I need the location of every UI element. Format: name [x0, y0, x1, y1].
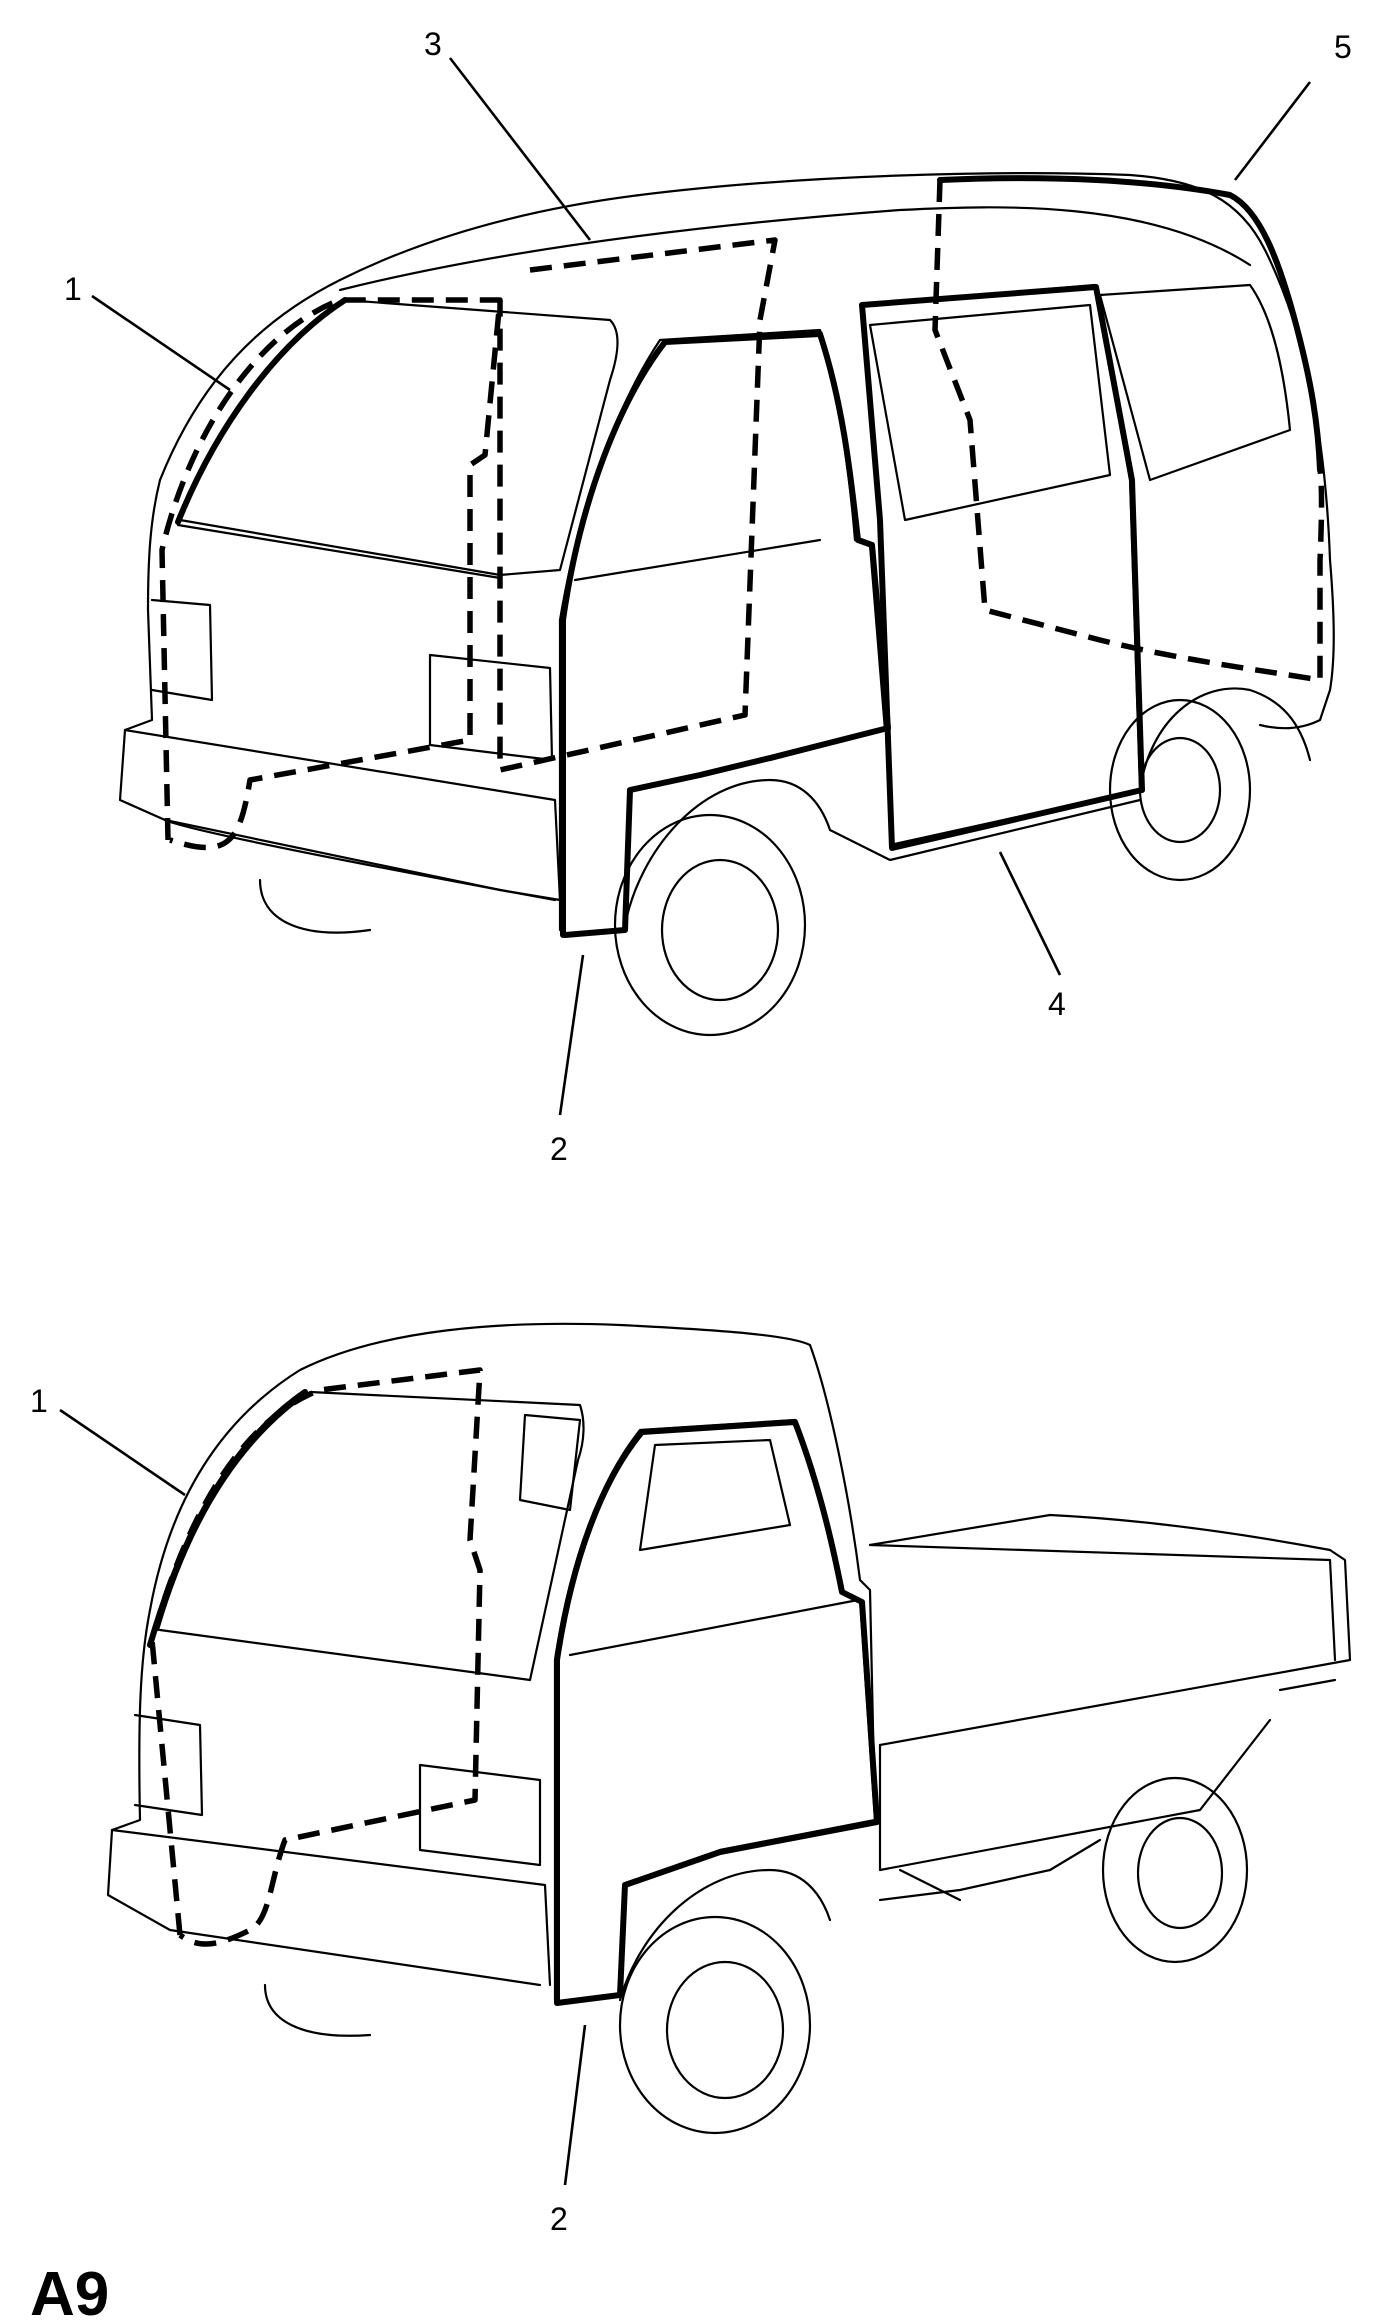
- seal-rear-door: [937, 175, 1323, 473]
- truck-hidden-seal: [149, 1367, 483, 1947]
- van-illustration: 1 2 3 4 5: [64, 26, 1352, 1167]
- callout-bottom-2: 2: [550, 2201, 568, 2237]
- hidden-seal-center: [497, 237, 778, 773]
- leader-top-1: [91, 294, 231, 392]
- callout-top-2: 2: [550, 1131, 568, 1167]
- hidden-seal-rear: [932, 179, 1325, 683]
- truck-seal-door: [554, 1419, 880, 2006]
- leader-top-3: [448, 57, 592, 241]
- leader-bottom-1: [59, 1408, 186, 1497]
- callout-bottom-1: 1: [30, 1383, 48, 1419]
- leader-top-5: [1233, 81, 1312, 181]
- leader-bottom-2: [563, 2024, 587, 2186]
- seal-sliding-door: [859, 284, 1145, 851]
- leader-top-4: [998, 851, 1062, 976]
- truck-seal-windshield: [147, 1389, 308, 1648]
- callout-top-5: 5: [1334, 29, 1352, 65]
- leader-top-2: [558, 954, 585, 1116]
- callout-top-3: 3: [424, 26, 442, 62]
- callout-top-1: 1: [64, 271, 82, 307]
- truck-illustration: 1 2: [30, 1322, 1352, 2237]
- seal-front-door: [560, 331, 891, 938]
- seal-windshield: [175, 297, 348, 525]
- callout-top-4: 4: [1048, 986, 1066, 1022]
- sheet-code: A9: [30, 2260, 109, 2324]
- hidden-seal-front: [159, 297, 503, 851]
